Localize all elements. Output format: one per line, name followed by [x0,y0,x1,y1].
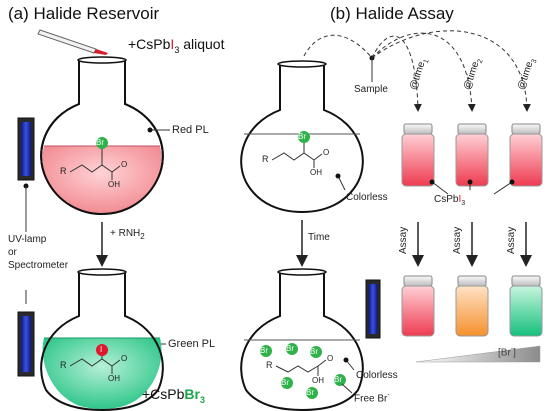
br-gradient-label: [Br-] [498,346,516,359]
red-pl-label: Red PL [172,124,209,136]
sample-label: Sample [354,84,388,95]
uv-lamp-top-icon [17,117,35,181]
free-br-text-5: Br [281,378,289,387]
mol-r-a-bottom: R [60,360,67,370]
mol-r-b-top: R [262,154,269,164]
iodine-atom-a [96,344,108,356]
br-atom-text-b: Br [298,132,306,141]
br-atom-text-a: Br [96,138,104,147]
lamp-label-3: Spectrometer [8,260,69,271]
panel-b-title: (b) Halide Assay [330,4,454,23]
molecule-bottom-b [275,359,327,376]
mol-o-b-bottom: O [327,354,334,363]
free-br-text-1: Br [260,346,268,355]
mol-oh-a-bottom: OH [108,374,120,383]
vial-top-1 [401,123,435,187]
molecule-top-b [271,142,323,168]
free-br-text-4: Br [334,375,342,384]
mol-oh-b-top: OH [310,168,322,177]
green-pl-label: Green PL [168,338,216,350]
lamp-label-2: or [8,247,17,258]
mol-oh-b-bottom: OH [312,376,324,385]
free-br-atoms [260,343,346,399]
free-br-text-3: Br [310,347,318,356]
mol-o-a-bottom: O [121,354,128,363]
vial-top-2 [455,123,489,187]
free-br-label: Free Br- [354,392,390,405]
molecule-top-a [69,148,121,180]
colorless-label-bottom: Colorless [356,370,398,381]
assay-label-1: Assay [398,226,409,254]
mol-o-a-top: O [121,160,128,169]
free-br-text-2: Br [286,344,294,353]
mol-oh-a-top: OH [108,180,120,189]
assay-label-3: Assay [506,226,517,254]
lamp-label-1: UV-lamp [8,234,47,245]
assay-label-2: Assay [452,226,463,254]
reservoir-flask-red [40,56,164,216]
time-arrow-label: Time [308,232,330,243]
reservoir-flask-green [40,268,164,411]
time-dashed-arrows [303,30,531,112]
assay-flask-bottom [240,268,364,411]
amine-label: + RNH2 [110,228,145,241]
cspbi3-label: CsPbI3 [434,194,466,207]
vial-bottom-1 [401,275,435,337]
mol-r-a-top: R [60,166,67,176]
vial-top-3 [509,123,543,187]
br-atom-top-a [96,137,108,149]
mol-r-b-bottom: R [266,360,273,370]
aliquot-label: +CsPbI3 aliquot [128,36,225,55]
panel-a-title: (a) Halide Reservoir [8,4,160,23]
uv-lamp-b-icon [365,279,381,339]
product-label: +CsPbBr3 [142,386,205,405]
colorless-label-top: Colorless [346,192,388,203]
vial-bottom-3 [509,275,543,337]
i-atom-text-a: I [100,345,103,354]
br-gradient-bar [415,345,541,363]
free-br-text-6: Br [306,388,314,397]
uv-lamp-bottom-icon [17,311,35,377]
vial-bottom-2 [455,275,489,337]
br-atom-top-b [298,131,310,143]
pipette-icon [37,29,108,55]
mol-o-b-top: O [323,148,330,157]
